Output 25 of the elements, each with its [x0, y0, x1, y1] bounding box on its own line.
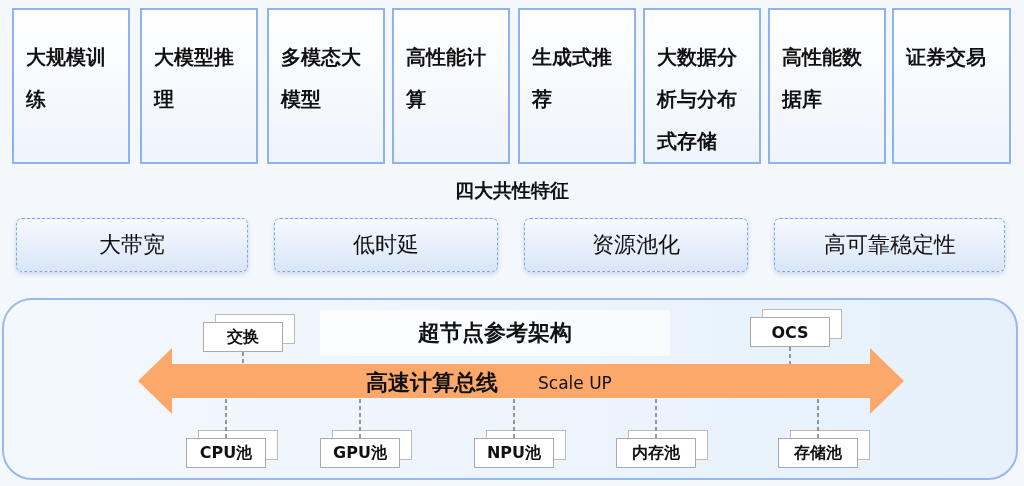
- panel-heading: 超节点参考架构: [418, 319, 572, 347]
- bus-label: 高速计算总线: [366, 369, 498, 397]
- scenario-box: 大模型推理: [140, 8, 258, 164]
- connector-line: [513, 397, 515, 439]
- architecture-panel: [2, 298, 1018, 480]
- connector-line: [359, 397, 361, 439]
- scenario-box: 生成式推荐: [518, 8, 636, 164]
- connector-line: [817, 397, 819, 439]
- connector-line: [655, 397, 657, 439]
- bus-arrow: [138, 348, 904, 414]
- connector-line: [225, 397, 227, 439]
- feature-box: 低时延: [274, 218, 498, 272]
- connector-line: [242, 351, 244, 365]
- connector-line: [789, 346, 791, 365]
- scenario-box: 大数据分析与分布式存储: [643, 8, 761, 164]
- scenario-box: 高性能计算: [392, 8, 510, 164]
- scenario-box: 大规模训练: [12, 8, 130, 164]
- feature-box: 高可靠稳定性: [774, 218, 1005, 272]
- feature-box: 大带宽: [16, 218, 248, 272]
- scenario-box: 高性能数据库: [768, 8, 886, 164]
- scenario-box: 多模态大模型: [267, 8, 385, 164]
- scenario-box: 证券交易: [892, 8, 1011, 164]
- bus-sublabel: Scale UP: [538, 373, 612, 393]
- feature-box: 资源池化: [524, 218, 748, 272]
- section-heading: 四大共性特征: [455, 179, 569, 201]
